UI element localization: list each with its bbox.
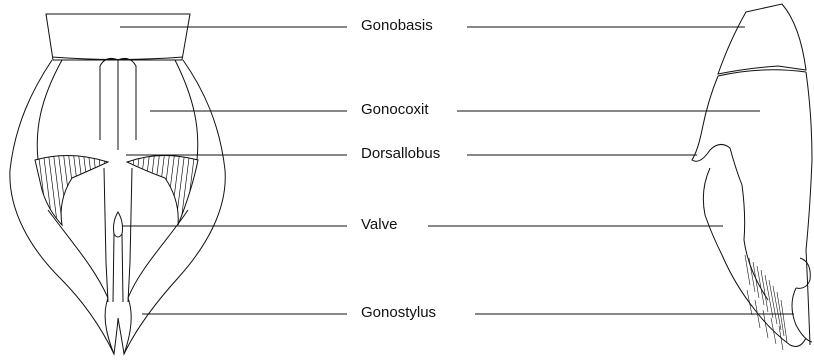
- lateral-setae: [744, 254, 788, 351]
- lateral-gonocoxit-front: [691, 75, 731, 162]
- lateral-lobe-inner: [729, 147, 743, 186]
- dorsal-right-gonostylus: [123, 297, 132, 355]
- dorsal-right-inner-outline: [174, 59, 199, 161]
- dorsal-left-lobe: [34, 154, 110, 227]
- label-valve: Valve: [361, 216, 398, 233]
- dorsal-left-arch: [99, 58, 119, 140]
- lateral-gonobasis-outline: [717, 3, 807, 75]
- dorsal-stem-right: [127, 167, 133, 303]
- dorsal-right-arch: [117, 58, 137, 140]
- dorsal-left-lower-inner: [47, 209, 109, 299]
- lateral-gonobasis-lower-edge: [717, 69, 807, 77]
- lateral-gonostylus-lower: [791, 287, 813, 343]
- dorsal-valve-shaft-right: [121, 233, 124, 303]
- label-dorsallobus: Dorsallobus: [361, 145, 441, 162]
- lateral-gonocoxit-back: [805, 71, 813, 346]
- dorsal-valve-bulb: [113, 211, 123, 238]
- dorsal-right-lower-inner: [127, 209, 189, 299]
- leader-lines: [120, 26, 794, 315]
- dorsal-gonobasis-lower-edge: [51, 56, 184, 60]
- lateral-valve-front: [702, 167, 791, 346]
- dorsal-body-outline: [9, 59, 226, 356]
- dorsal-stem-left: [103, 167, 109, 303]
- label-gonostylus: Gonostylus: [361, 304, 437, 321]
- dorsal-lobe-hatching: [35, 155, 198, 225]
- dorsal-left-gonostylus: [104, 297, 115, 355]
- label-gonobasis: Gonobasis: [361, 17, 433, 34]
- lateral-gonostylus-tip: [789, 337, 807, 347]
- label-gonocoxit: Gonocoxit: [361, 101, 429, 118]
- dorsal-right-lobe: [125, 154, 199, 226]
- dorsal-gonobasis-outline: [45, 13, 191, 61]
- lateral-valve-inner: [741, 184, 769, 301]
- dorsal-left-inner-outline: [36, 59, 63, 161]
- lateral-view: [691, 3, 813, 347]
- dorsal-view: [9, 13, 226, 356]
- dorsal-valve-shaft-left: [112, 233, 115, 303]
- lateral-gonostylus-upper: [795, 257, 811, 289]
